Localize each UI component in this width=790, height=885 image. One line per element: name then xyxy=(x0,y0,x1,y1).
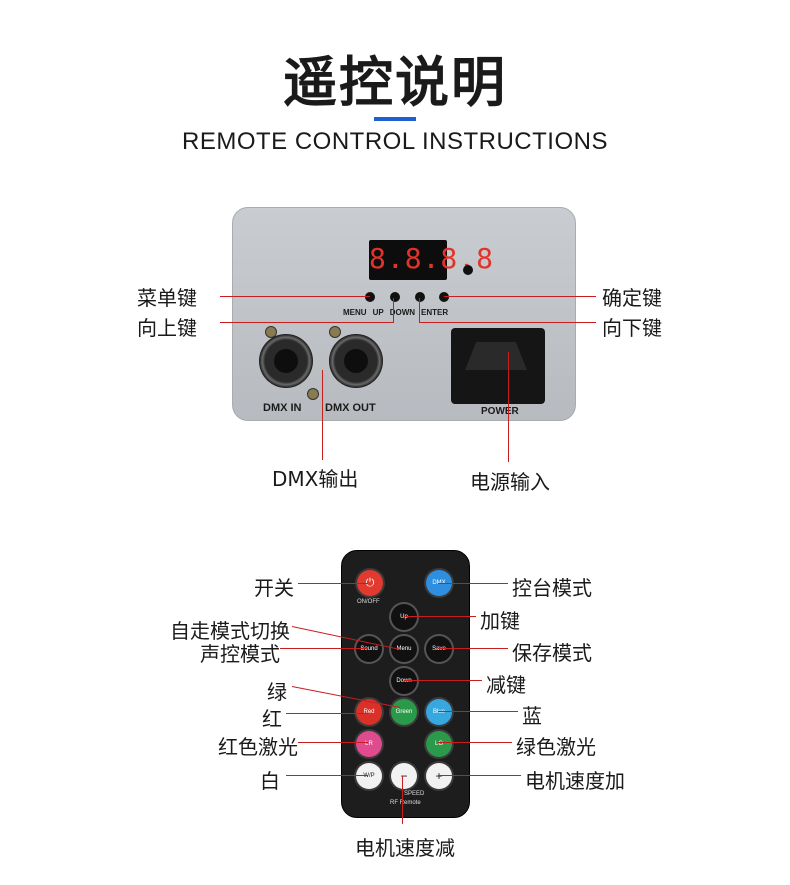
remote-control: ⏻ ON/OFF DMX Up Sound Menu Save Down Red… xyxy=(341,550,470,818)
callout-speed-up: 电机速度加 xyxy=(525,769,625,793)
panel-enter-label: ENTER xyxy=(421,308,449,317)
callout-line-up-v xyxy=(393,298,394,322)
callout-line-enter xyxy=(444,296,596,297)
panel-up-label: UP xyxy=(372,308,384,317)
remote-power-sublabel: ON/OFF xyxy=(357,599,380,605)
remote-speed-label: SPEED xyxy=(404,791,425,797)
callout-line-speed-down xyxy=(402,776,403,824)
dmx-in-connector xyxy=(259,334,313,388)
panel-down-button[interactable] xyxy=(415,292,425,302)
panel-menu-button[interactable] xyxy=(365,292,375,302)
callout-enter: 确定键 xyxy=(602,286,662,310)
callout-line-remote-power xyxy=(298,583,368,584)
callout-sound-mode: 声控模式 xyxy=(200,642,280,666)
led-display: 8.8.8.8 xyxy=(369,240,495,280)
callout-auto-switch: 自走模式切换 xyxy=(170,619,290,643)
dmx-device-panel: 8.8.8.8 MENU UP DOWN ENTER DMX IN DMX OU… xyxy=(232,207,576,421)
remote-blue-button[interactable]: Blue xyxy=(426,699,452,725)
panel-menu-label: MENU xyxy=(343,308,367,317)
remote-minus-button[interactable]: − xyxy=(391,763,417,789)
power-icon: ⏻ xyxy=(365,576,375,589)
screw-icon xyxy=(307,388,319,400)
dmx-in-label: DMX IN xyxy=(263,402,302,414)
panel-button-labels: MENU UP DOWN ENTER xyxy=(343,308,493,317)
callout-line-menu xyxy=(220,296,370,297)
callout-blue: 蓝 xyxy=(522,704,542,728)
callout-line-minus xyxy=(404,680,482,681)
callout-line-plus xyxy=(404,616,476,617)
remote-plus-button[interactable]: + xyxy=(426,763,452,789)
remote-green-button[interactable]: Green xyxy=(391,699,417,725)
callout-red-laser: 红色激光 xyxy=(218,735,298,759)
callout-remote-power: 开关 xyxy=(254,576,294,600)
panel-enter-button[interactable] xyxy=(439,292,449,302)
callout-line-power xyxy=(508,352,509,462)
callout-minus: 减键 xyxy=(486,673,526,697)
xlr-pins-icon xyxy=(344,349,368,373)
page-title: 遥控说明 xyxy=(283,51,507,114)
title-accent-bar xyxy=(374,117,416,121)
callout-line-speed-up xyxy=(438,775,521,776)
screw-icon xyxy=(329,326,341,338)
ir-receiver-dot xyxy=(463,265,473,275)
callout-line-red xyxy=(286,713,368,714)
callout-line-console-mode xyxy=(438,583,508,584)
callout-line-down xyxy=(419,322,596,323)
callout-line-green-laser xyxy=(438,742,512,743)
callout-line-up xyxy=(220,322,394,323)
dmx-out-connector xyxy=(329,334,383,388)
callout-console-mode: 控台模式 xyxy=(512,576,592,600)
remote-red-laser-button[interactable]: LR xyxy=(356,731,382,757)
panel-up-button[interactable] xyxy=(390,292,400,302)
callout-line-red-laser xyxy=(298,742,368,743)
xlr-pins-icon xyxy=(274,349,298,373)
callout-line-dmx-out xyxy=(322,370,323,460)
panel-down-label: DOWN xyxy=(389,308,416,317)
remote-down-button[interactable]: Down xyxy=(391,668,417,694)
remote-up-button[interactable]: Up xyxy=(391,604,417,630)
callout-white: 白 xyxy=(260,769,280,793)
callout-dmx-out: DMX输出 xyxy=(272,467,359,491)
callout-up: 向上键 xyxy=(137,316,197,340)
remote-white-button[interactable]: W/P xyxy=(356,763,382,789)
callout-green-laser: 绿色激光 xyxy=(516,735,596,759)
page-subtitle: REMOTE CONTROL INSTRUCTIONS xyxy=(182,128,608,155)
callout-line-save-mode xyxy=(438,648,508,649)
callout-save-mode: 保存模式 xyxy=(512,641,592,665)
led-display-text: 8.8.8.8 xyxy=(369,242,495,275)
remote-green-laser-button[interactable]: LG xyxy=(426,731,452,757)
callout-line-down-v xyxy=(419,298,420,322)
remote-brand-label: RF Remote xyxy=(390,800,421,806)
remote-save-button[interactable]: Save xyxy=(426,636,452,662)
power-socket-icon xyxy=(465,342,527,370)
callout-line-white xyxy=(286,775,368,776)
callout-power-in: 电源输入 xyxy=(470,470,550,494)
callout-red: 红 xyxy=(262,707,282,731)
callout-speed-down: 电机速度减 xyxy=(355,836,455,860)
callout-green: 绿 xyxy=(267,680,287,704)
dmx-out-label: DMX OUT xyxy=(325,402,376,414)
callout-line-sound-mode xyxy=(280,648,368,649)
callout-line-blue xyxy=(438,711,518,712)
callout-menu: 菜单键 xyxy=(137,286,197,310)
callout-plus: 加键 xyxy=(480,609,520,633)
power-inlet xyxy=(451,328,545,404)
callout-down: 向下键 xyxy=(602,316,662,340)
power-label: POWER xyxy=(481,406,519,417)
